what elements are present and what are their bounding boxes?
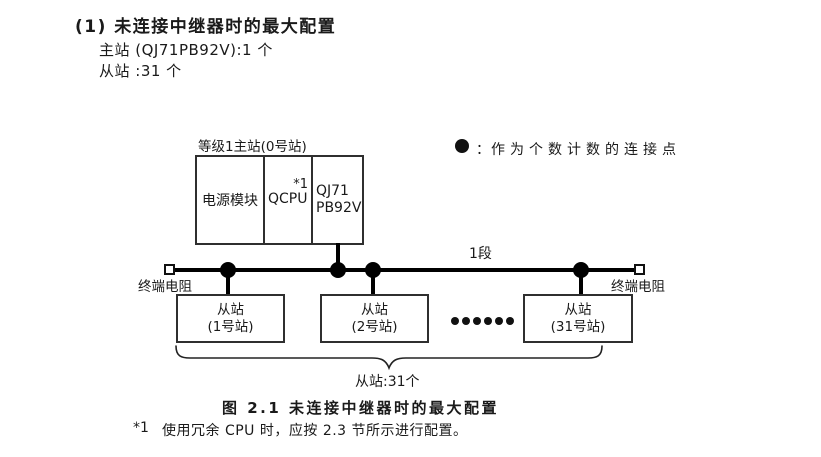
footnote-text: 使用冗余 CPU 时，应按 2.3 节所示进行配置。 [162, 423, 468, 439]
legend-label: 作为个数计数的连接点 [491, 142, 681, 158]
bus-line [172, 268, 638, 272]
underbrace-shape [175, 345, 603, 371]
power-module-cell: 电源模块 [197, 157, 265, 243]
slave-drop-line [371, 271, 375, 295]
footnote-ref-mark: *1 [293, 177, 308, 192]
qcpu-label: QCPU [268, 191, 308, 207]
slave-station-box-31: 从站 (31号站) [523, 294, 633, 343]
slave-station-number: (31号站) [550, 318, 606, 335]
terminating-resistor-left-icon [164, 264, 175, 275]
connection-dot [330, 262, 346, 278]
legend-connection-dot-icon [455, 139, 469, 153]
master-station-box: 电源模块 *1 QCPU QJ71 PB92V [195, 155, 364, 245]
master-count-line: 主站 (QJ71PB92V):1 个 [99, 41, 273, 59]
terminator-label-left: 终端电阻 [138, 279, 192, 295]
section-heading: (1) 未连接中继器时的最大配置 [75, 17, 337, 37]
slave-drop-line [579, 271, 583, 295]
slave-station-number: (1号站) [207, 318, 254, 335]
slave-station-box-1: 从站 (1号站) [176, 294, 285, 343]
connection-dot [573, 262, 589, 278]
power-module-label: 电源模块 [202, 193, 258, 209]
qcpu-cell: *1 QCPU [265, 157, 313, 243]
terminator-label-right: 终端电阻 [611, 279, 665, 295]
connection-dot [365, 262, 381, 278]
segment-label: 1段 [469, 246, 492, 262]
master-drop-line [336, 243, 340, 270]
slave-total-label: 从站:31个 [355, 374, 420, 390]
slave-label: 从站 [361, 301, 388, 318]
slave-drop-line [226, 271, 230, 295]
legend-separator: ： [476, 142, 490, 158]
terminating-resistor-right-icon [634, 264, 645, 275]
master-station-label: 等级1主站(0号站) [198, 139, 307, 155]
qj71-label-line1: QJ71 [316, 183, 349, 199]
slave-count-line: 从站 :31 个 [99, 62, 182, 80]
figure-caption: 图 2.1 未连接中继器时的最大配置 [222, 399, 500, 417]
connection-dot [220, 262, 236, 278]
slave-station-number: (2号站) [351, 318, 398, 335]
slave-station-box-2: 从站 (2号站) [320, 294, 429, 343]
slave-label: 从站 [564, 301, 592, 318]
slave-label: 从站 [217, 301, 244, 318]
footnote-marker: *1 [133, 420, 149, 436]
qj71-label-line2: PB92V [316, 200, 362, 216]
ellipsis-dots-icon [451, 317, 514, 325]
qj71pb92v-cell: QJ71 PB92V [313, 157, 362, 243]
